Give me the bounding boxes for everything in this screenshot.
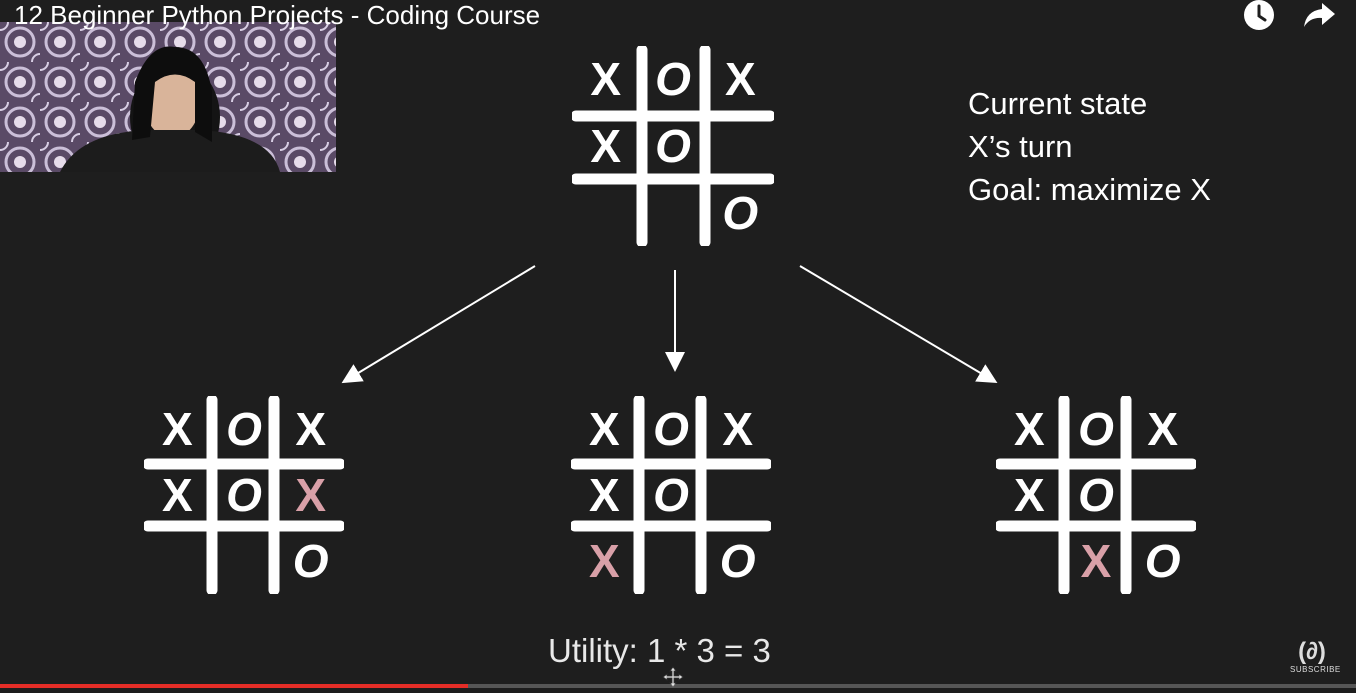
board-cell (638, 528, 705, 594)
state-line-goal: Goal: maximize X (968, 172, 1211, 207)
board-grid (144, 396, 344, 594)
board-cell: X (590, 53, 621, 106)
board-cell: X (588, 469, 620, 521)
board-cell (1129, 462, 1196, 528)
state-line-current: Current state (968, 86, 1148, 121)
subscribe-label: SUBSCRIBE (1290, 665, 1341, 674)
board-cell: X (722, 403, 753, 455)
board-cell (996, 528, 1063, 594)
arrow-left (341, 265, 536, 384)
board-cell: O (653, 403, 689, 455)
board-cell: X (161, 469, 193, 521)
clock-icon[interactable] (1242, 0, 1276, 30)
board-cell: X (1147, 403, 1178, 455)
state-line-turn: X’s turn (968, 129, 1073, 164)
board-cell: X (590, 119, 621, 172)
board-cell (704, 462, 771, 528)
board-cell: X (588, 403, 620, 455)
board-cell: O (655, 119, 691, 172)
video-progress-fill (0, 684, 468, 688)
board-cell: O (292, 535, 329, 587)
board-grid (571, 396, 771, 594)
board-cell: O (226, 469, 262, 521)
board-cell: O (722, 186, 759, 239)
board-cell: O (1144, 535, 1181, 587)
state-description: Current state X’s turn Goal: maximize X (968, 82, 1211, 211)
board-cell: O (653, 469, 689, 521)
board-cell: X (588, 535, 620, 587)
board-cell: X (724, 53, 756, 106)
board-cell: O (1078, 403, 1114, 455)
board-cell: O (655, 53, 691, 106)
arrow-right (799, 265, 998, 384)
share-icon[interactable] (1302, 0, 1336, 30)
presenter-webcam (0, 22, 336, 172)
board-cell: O (719, 535, 756, 587)
board-cell: X (295, 469, 326, 521)
board-cell: X (295, 403, 326, 455)
move-cursor-icon (662, 666, 684, 693)
board-grid (996, 396, 1196, 594)
board-grid (572, 46, 774, 246)
board-cell: O (226, 403, 262, 455)
fcc-logo-mark: (∂) (1298, 638, 1326, 665)
board-cell: X (1013, 469, 1045, 521)
board-cell (144, 528, 211, 594)
channel-logo[interactable]: (∂) SUBSCRIBE (1290, 638, 1341, 675)
board-cell: X (1013, 403, 1045, 455)
board-cell: X (1080, 535, 1112, 587)
video-title[interactable]: 12 Beginner Python Projects - Coding Cou… (14, 0, 541, 30)
board-cell: X (161, 403, 193, 455)
video-progress-bar[interactable] (0, 684, 1356, 688)
utility-label: Utility: 1 * 3 = 3 (548, 632, 771, 669)
board-cell (211, 528, 278, 594)
board-cell: O (1078, 469, 1114, 521)
